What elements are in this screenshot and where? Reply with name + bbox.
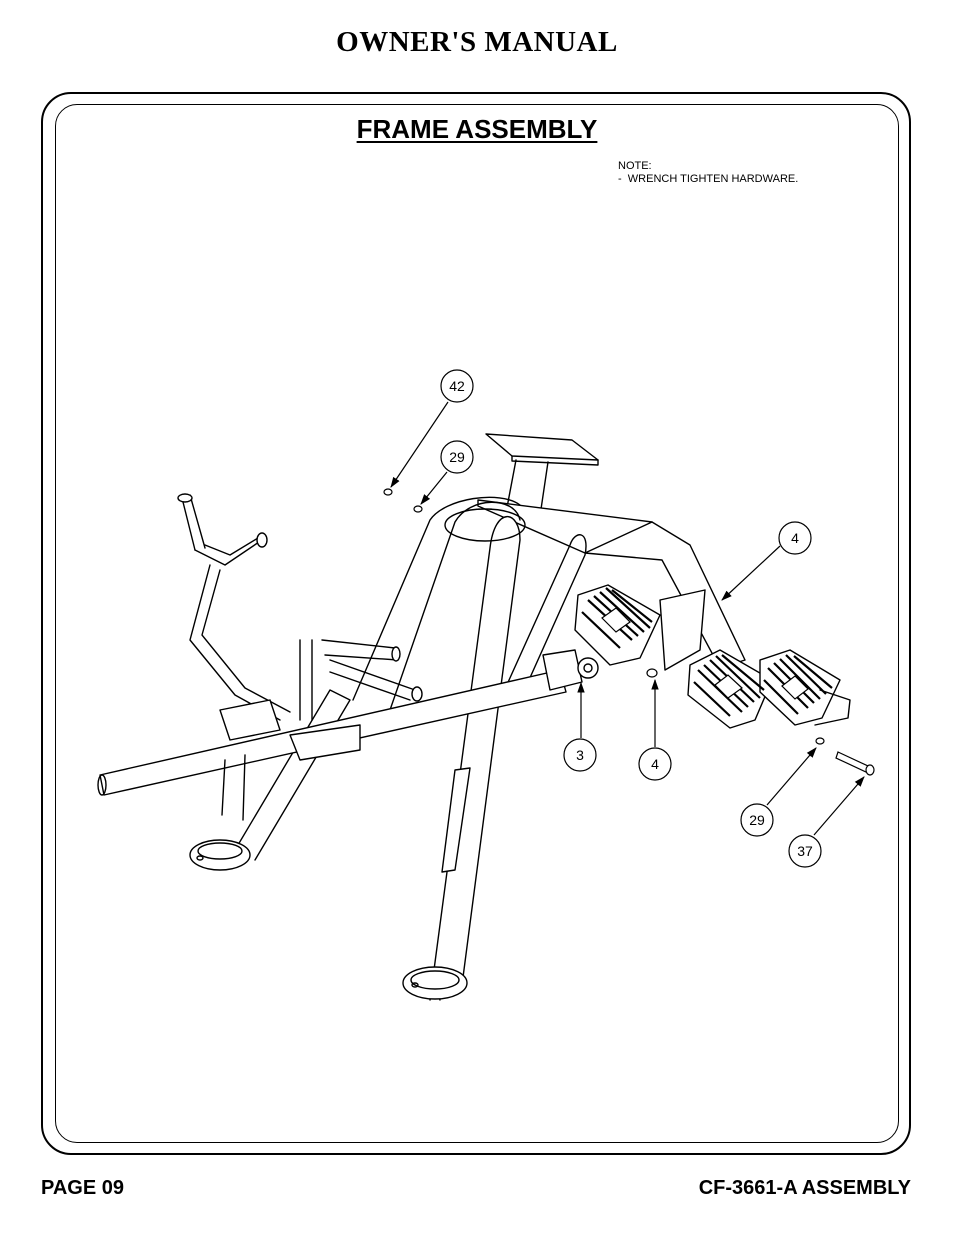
callout-4-upper-label: 4 [791,530,799,546]
callout-29-upper-label: 29 [449,449,465,465]
callout-4-upper: 4 [778,521,812,555]
handle-arm [189,564,291,721]
front-left-leg [221,754,246,821]
callout-4-lower: 4 [638,747,672,781]
note-heading: NOTE: [618,160,652,172]
washer-29-upper [413,505,423,513]
manual-title: OWNER'S MANUAL [336,26,618,58]
callout-3: 3 [563,738,597,772]
section-title-text: FRAME ASSEMBLY [356,114,598,144]
hub-plate [219,699,281,741]
section-title: FRAME ASSEMBLY [0,114,954,145]
bolt-4-head [646,668,658,678]
handle-bar [181,494,206,551]
inner-frame [55,104,899,1143]
callout-29-lower: 29 [740,803,774,837]
left-foot-pad [189,839,251,871]
arch-top-collar [444,508,526,542]
arch-grip [441,767,471,873]
callout-leaders [390,401,865,836]
handle-grip-pair [321,639,416,701]
handle-arm-2 [299,639,313,721]
hardware [383,488,875,776]
callout-4-lower-label: 4 [651,756,659,772]
callout-42: 42 [440,369,474,403]
callout-37: 37 [788,834,822,868]
callout-37-label: 37 [797,843,813,859]
foot-plate-lower [814,689,851,726]
callout-42-label: 42 [449,378,465,394]
rear-left-leg [234,689,351,861]
arch-tube [429,515,521,1001]
bearing [577,657,599,679]
bolt-37 [835,751,869,773]
machine-line-art [97,433,851,1001]
handle-tee [194,537,263,566]
page-number: PAGE 09 [41,1177,124,1199]
note-block: NOTE: - WRENCH TIGHTEN HARDWARE. [618,160,798,185]
foot-plate-logos [601,607,809,700]
arch-foot-pad [402,966,468,1000]
note-line: - WRENCH TIGHTEN HARDWARE. [618,172,799,185]
rear-clamp [289,724,361,761]
seat-plate [485,433,599,461]
outer-frame [41,92,911,1155]
document-id: CF-3661-A ASSEMBLY [698,1177,911,1199]
washer-29-lower [815,737,825,745]
callout-3-label: 3 [576,747,584,763]
right-support [499,534,587,701]
callout-29-upper: 29 [440,440,474,474]
pivot-block [542,649,583,691]
callout-29-lower-label: 29 [749,812,765,828]
nut-42 [383,488,393,496]
foot-rest-bracket [659,589,706,671]
